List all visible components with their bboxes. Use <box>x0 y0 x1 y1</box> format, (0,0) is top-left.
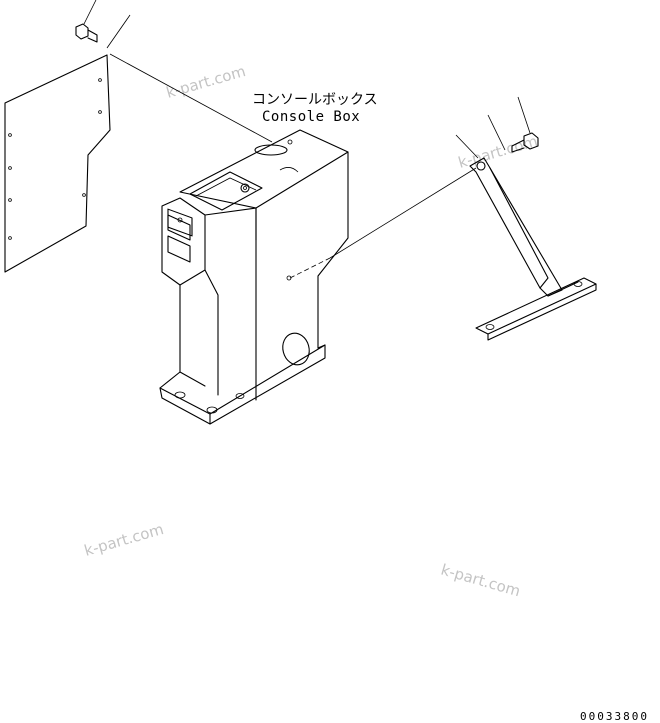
watermark: k-part.com <box>456 132 539 172</box>
watermark: k-part.com <box>164 62 247 102</box>
console-box-label-jp: コンソールボックス <box>252 92 378 108</box>
console-box <box>159 129 349 425</box>
bolt-top-left <box>75 0 131 49</box>
bolt-right <box>455 96 539 159</box>
watermark: k-part.com <box>82 520 165 560</box>
watermark: k-part.com <box>439 561 522 601</box>
drawing-code: 00033800 <box>580 710 649 723</box>
leader-line-panel <box>109 53 273 143</box>
support-bracket <box>469 157 597 341</box>
leader-line-bracket <box>329 167 477 259</box>
side-panel-cover <box>4 54 111 273</box>
console-box-label-en: Console Box <box>262 109 360 125</box>
